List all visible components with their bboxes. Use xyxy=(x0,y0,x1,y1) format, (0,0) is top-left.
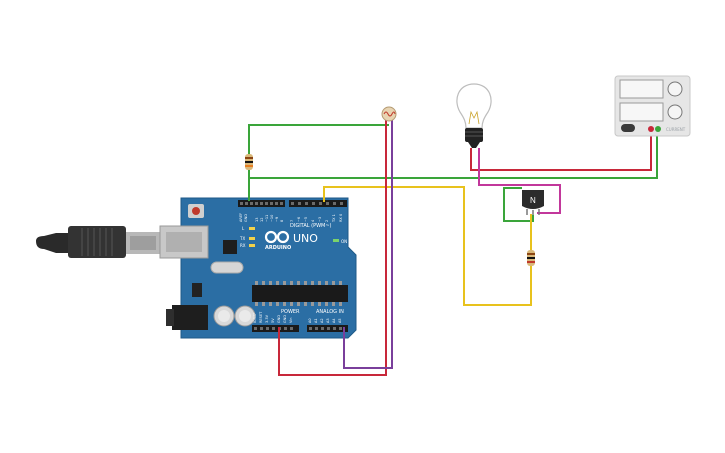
analog-pin-label-2: A2 xyxy=(320,318,324,323)
psu-terminal-negative[interactable] xyxy=(655,126,661,132)
power-pin-label-5: GND xyxy=(283,315,287,323)
wire-red-ldr[interactable] xyxy=(278,120,387,376)
analog-pin-label-1: A1 xyxy=(314,318,318,323)
usb-cable[interactable] xyxy=(36,226,160,258)
wire-red-psu[interactable] xyxy=(470,131,652,171)
led-rx xyxy=(249,244,255,247)
label-on: ON xyxy=(341,239,347,244)
analog-pin-label-5: A5 xyxy=(338,318,342,323)
led-l xyxy=(249,227,255,230)
led-on xyxy=(333,239,339,242)
usb-chip xyxy=(223,240,237,254)
digital-pin-label-6: 7 xyxy=(290,220,294,222)
label-aref: AREF xyxy=(239,213,243,222)
psu-label: CURRENT xyxy=(666,127,686,132)
light-bulb[interactable] xyxy=(456,83,492,148)
power-label: POWER xyxy=(281,309,300,315)
wire-magenta[interactable] xyxy=(478,148,561,214)
psu-power-switch[interactable] xyxy=(621,124,635,132)
digital-pin-label-1: 12 xyxy=(260,218,264,222)
power-supply[interactable]: CURRENT xyxy=(614,75,691,137)
voltage-regulator xyxy=(192,283,202,297)
arduino-infinity-logo xyxy=(264,230,290,244)
power-header xyxy=(252,325,299,332)
digital-pin-label-8: ~5 xyxy=(304,217,308,222)
arduino-model: UNO xyxy=(293,232,318,245)
power-pin-label-1: RESET xyxy=(259,311,263,323)
wire-purple[interactable] xyxy=(343,120,393,369)
label-tx: TX xyxy=(239,236,245,241)
digital-label: DIGITAL (PWM~) xyxy=(290,223,332,229)
resistor-base[interactable] xyxy=(527,250,535,266)
arduino-logo-text: ARDUINO xyxy=(265,245,291,251)
crystal xyxy=(210,261,244,274)
digital-pin-label-13: RX 0 xyxy=(339,214,343,222)
led-tx xyxy=(249,237,255,240)
power-jack xyxy=(172,305,208,330)
label-l: L xyxy=(242,226,245,231)
digital-pin-label-5: 8 xyxy=(280,220,284,222)
digital-pin-label-3: ~10 xyxy=(270,215,274,222)
digital-pin-label-4: ~9 xyxy=(275,217,279,222)
power-pin-label-4: GND xyxy=(277,315,281,323)
analog-label: ANALOG IN xyxy=(316,309,344,315)
wire-green-psu[interactable] xyxy=(248,131,658,201)
analog-pin-label-4: A4 xyxy=(332,318,336,323)
psu-display-voltage xyxy=(619,79,664,99)
wire-green-transistor[interactable] xyxy=(503,187,534,222)
digital-pin-label-7: ~6 xyxy=(297,217,301,222)
psu-display-current xyxy=(619,102,664,122)
resistor-ldr[interactable] xyxy=(245,154,253,170)
digital-pin-label-9: 4 xyxy=(311,219,315,222)
digital-pin-label-2: ~11 xyxy=(265,215,269,222)
psu-knob-current[interactable] xyxy=(667,104,683,120)
wire-yellow[interactable] xyxy=(323,186,532,306)
digital-pin-label-10: ~3 xyxy=(318,217,322,222)
wire-green-ldr[interactable] xyxy=(248,124,389,201)
photoresistor[interactable] xyxy=(381,106,397,122)
power-pin-label-2: 3.3V xyxy=(265,314,269,323)
psu-terminal-positive[interactable] xyxy=(648,126,654,132)
digital-header-right xyxy=(289,200,347,207)
power-pin-label-3: 5V xyxy=(271,318,275,323)
transistor-label: N xyxy=(530,196,536,205)
digital-pin-label-11: 2 xyxy=(325,220,329,222)
atmega-chip xyxy=(252,285,348,302)
npn-transistor[interactable]: N xyxy=(522,190,544,215)
label-rx: RX xyxy=(240,243,246,248)
digital-pin-label-0: 13 xyxy=(255,218,259,222)
power-pin-label-0: IOREF xyxy=(253,313,257,323)
psu-knob-voltage[interactable] xyxy=(667,81,683,97)
power-pin-label-6: Vin xyxy=(289,317,293,323)
label-gnd-top: GND xyxy=(244,214,248,222)
analog-pin-label-3: A3 xyxy=(326,318,330,323)
analog-pin-label-0: A0 xyxy=(308,318,312,323)
digital-pin-label-12: TX 1 xyxy=(332,214,336,223)
